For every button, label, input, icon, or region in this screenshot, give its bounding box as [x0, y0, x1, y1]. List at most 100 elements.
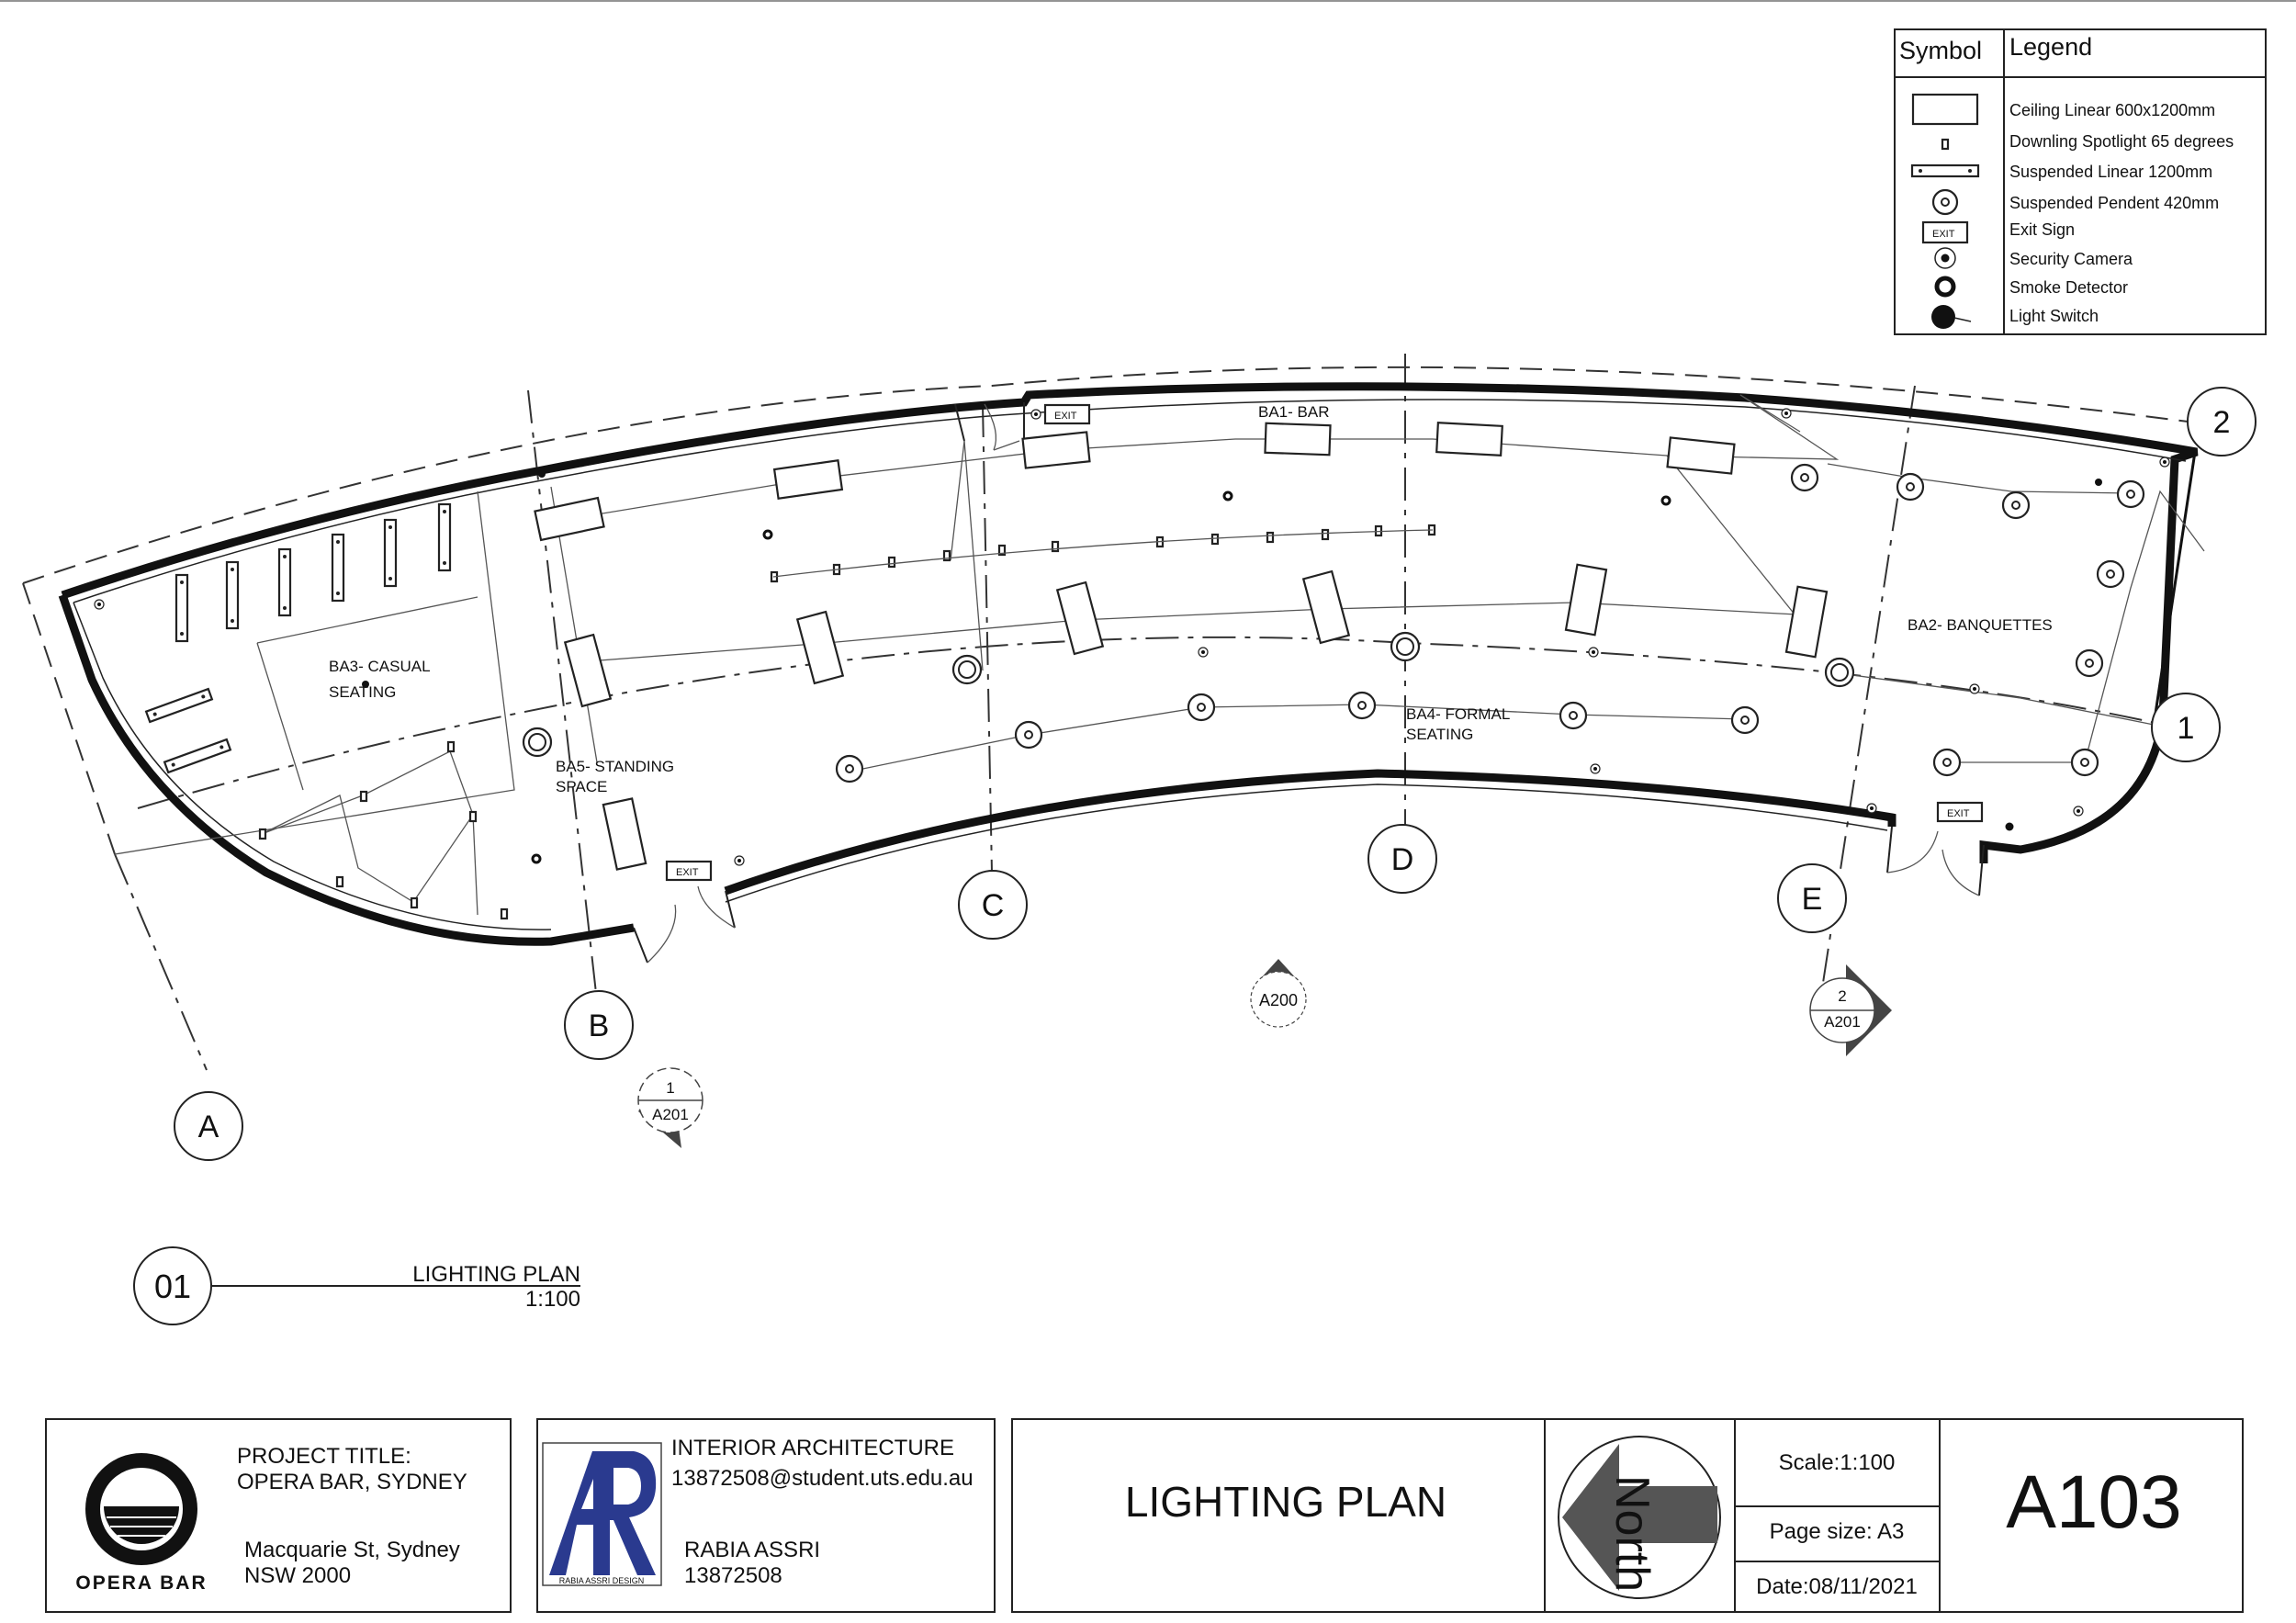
- feature-pendents: [522, 631, 1855, 758]
- legend-label-ceiling-linear: Ceiling Linear 600x1200mm: [2009, 101, 2215, 119]
- wiring-lines: [261, 394, 2205, 916]
- svg-text:EXIT: EXIT: [1054, 411, 1077, 422]
- legend-label-exit-sign: Exit Sign: [2009, 220, 2075, 239]
- ceiling-linear-fixture: [1784, 585, 1829, 659]
- legend-label-suspended-linear: Suspended Linear 1200mm: [2009, 163, 2212, 181]
- exit-sign-west: EXIT: [665, 860, 713, 882]
- entry-door-north: [984, 403, 1020, 451]
- grid-line-c: [982, 403, 993, 873]
- ceiling-linear-fixture: [534, 496, 605, 542]
- project-title-label: PROJECT TITLE:: [237, 1444, 411, 1469]
- ceiling-linear-fixture: [602, 797, 647, 871]
- svg-text:A: A: [198, 1110, 219, 1144]
- drawing-title: 01 LIGHTING PLAN 1:100: [133, 1246, 580, 1325]
- entry-door-east: [1886, 826, 1985, 896]
- grid-bubble-c: C: [958, 870, 1028, 940]
- room-label-casual-line1: BA3- CASUAL: [329, 658, 431, 675]
- ceiling-linear-fixture: [1021, 431, 1091, 469]
- ceiling-linear-icon: [1911, 93, 1979, 126]
- grid-line-a: [114, 853, 208, 1071]
- svg-text:2: 2: [2213, 405, 2231, 440]
- security-camera-icon: [1934, 247, 1956, 269]
- room-label-casual-line2: SEATING: [329, 683, 396, 701]
- site-boundary-line: [22, 366, 2196, 584]
- grid-bubble-2: 2: [2187, 387, 2257, 456]
- svg-text:C: C: [982, 888, 1005, 923]
- floor-plan: EXIT EXIT EXIT: [22, 354, 2257, 1161]
- pendent-fixtures: [835, 463, 2145, 783]
- grid-bubble-a: A: [174, 1091, 243, 1161]
- designer-email: 13872508@student.uts.edu.au: [671, 1466, 974, 1491]
- grid-bubble-d: D: [1367, 824, 1437, 894]
- designer-logo-caption: RABIA ASSRI DESIGN: [559, 1576, 645, 1585]
- svg-text:1: 1: [666, 1079, 674, 1097]
- room-label-standing-line1: BA5- STANDING: [556, 758, 674, 775]
- pendent-icon: [1931, 188, 1959, 216]
- ceiling-linear-fixture: [772, 459, 844, 500]
- grid-bubble-1: 1: [2151, 693, 2221, 762]
- exit-sign-icon: EXIT: [1921, 220, 1969, 244]
- room-label-standing-line2: SPACE: [556, 778, 607, 795]
- designer-name: RABIA ASSRI: [684, 1538, 820, 1562]
- svg-text:E: E: [1802, 882, 1823, 917]
- smoke-detector-icon: [1934, 276, 1956, 298]
- sheet-number: A103: [2006, 1460, 2182, 1544]
- designer-logo: RABIA ASSRI DESIGN: [542, 1442, 662, 1586]
- downlight-track: [772, 529, 1434, 578]
- light-switches: [362, 470, 2014, 831]
- svg-text:A201: A201: [652, 1106, 689, 1123]
- drawing-number: 01: [154, 1268, 191, 1305]
- room-label-formal-line2: SEATING: [1406, 726, 1473, 743]
- room-label-formal-line1: BA4- FORMAL: [1406, 705, 1510, 723]
- suspended-linear-fixtures: [144, 502, 452, 774]
- building-outline-wall: [61, 382, 2199, 863]
- light-switch-icon: [1931, 305, 1972, 329]
- svg-text:D: D: [1391, 842, 1414, 877]
- grid-bubble-b: B: [564, 990, 634, 1060]
- svg-text:EXIT: EXIT: [1947, 808, 1970, 819]
- exit-sign-east: EXIT: [1936, 801, 1984, 823]
- section-marker-2: 2 A201: [1809, 964, 1892, 1056]
- grid-bubble-e: E: [1777, 863, 1847, 933]
- drawing-scale: 1:100: [525, 1287, 580, 1312]
- elevation-marker: A200: [1250, 959, 1307, 1028]
- designer-student-id: 13872508: [684, 1563, 782, 1588]
- north-label: North: [1605, 1475, 1659, 1592]
- smoke-detectors: [531, 490, 1671, 864]
- ceiling-linear-fixture: [1264, 422, 1332, 456]
- ceiling-linear-fixtures: [534, 422, 1829, 871]
- legend-label-downlight: Downling Spotlight 65 degrees: [2009, 132, 2234, 151]
- title-block: OPERA BAR PROJECT TITLE: OPERA BAR, SYDN…: [45, 1418, 2244, 1613]
- suspended-linear-icon: [1910, 163, 1980, 178]
- drawing-name: LIGHTING PLAN: [412, 1262, 580, 1287]
- room-label-banquettes: BA2- BANQUETTES: [1908, 616, 2053, 634]
- ceiling-linear-fixture: [1564, 563, 1608, 637]
- ceiling-linear-fixture: [1055, 580, 1105, 656]
- ceiling-linear-fixture: [1666, 436, 1736, 475]
- svg-text:EXIT: EXIT: [676, 867, 699, 878]
- entry-door-west: [633, 885, 736, 964]
- ceiling-linear-fixture: [1435, 422, 1503, 456]
- ceiling-linear-fixture: [795, 610, 845, 685]
- room-label-bar: BA1- BAR: [1258, 403, 1329, 421]
- svg-text:A201: A201: [1824, 1013, 1861, 1031]
- sheet-title: LIGHTING PLAN: [1125, 1478, 1446, 1526]
- svg-text:2: 2: [1838, 987, 1846, 1005]
- project-address-line2: NSW 2000: [244, 1563, 351, 1588]
- svg-text:EXIT: EXIT: [1932, 229, 1955, 240]
- legend-label-light-switch: Light Switch: [2009, 307, 2099, 325]
- svg-text:B: B: [589, 1009, 610, 1043]
- ceiling-linear-fixture: [563, 633, 613, 708]
- date-field: Date:08/11/2021: [1756, 1574, 1918, 1599]
- legend-table: Symbol Legend EXIT Ceiling Linear 600x1: [1894, 28, 2267, 335]
- facade-wall: [724, 769, 1896, 896]
- section-marker-1: 1 A201: [637, 1067, 703, 1148]
- exit-sign-north: EXIT: [1043, 403, 1091, 425]
- grid-line-1: [137, 636, 2168, 809]
- logo-text: OPERA BAR: [75, 1572, 207, 1594]
- legend-label-smoke-detector: Smoke Detector: [2009, 278, 2128, 297]
- north-arrow-icon: North: [1558, 1436, 1721, 1599]
- legend-symbol-header: Symbol: [1899, 37, 1982, 64]
- security-cameras: [94, 408, 2170, 866]
